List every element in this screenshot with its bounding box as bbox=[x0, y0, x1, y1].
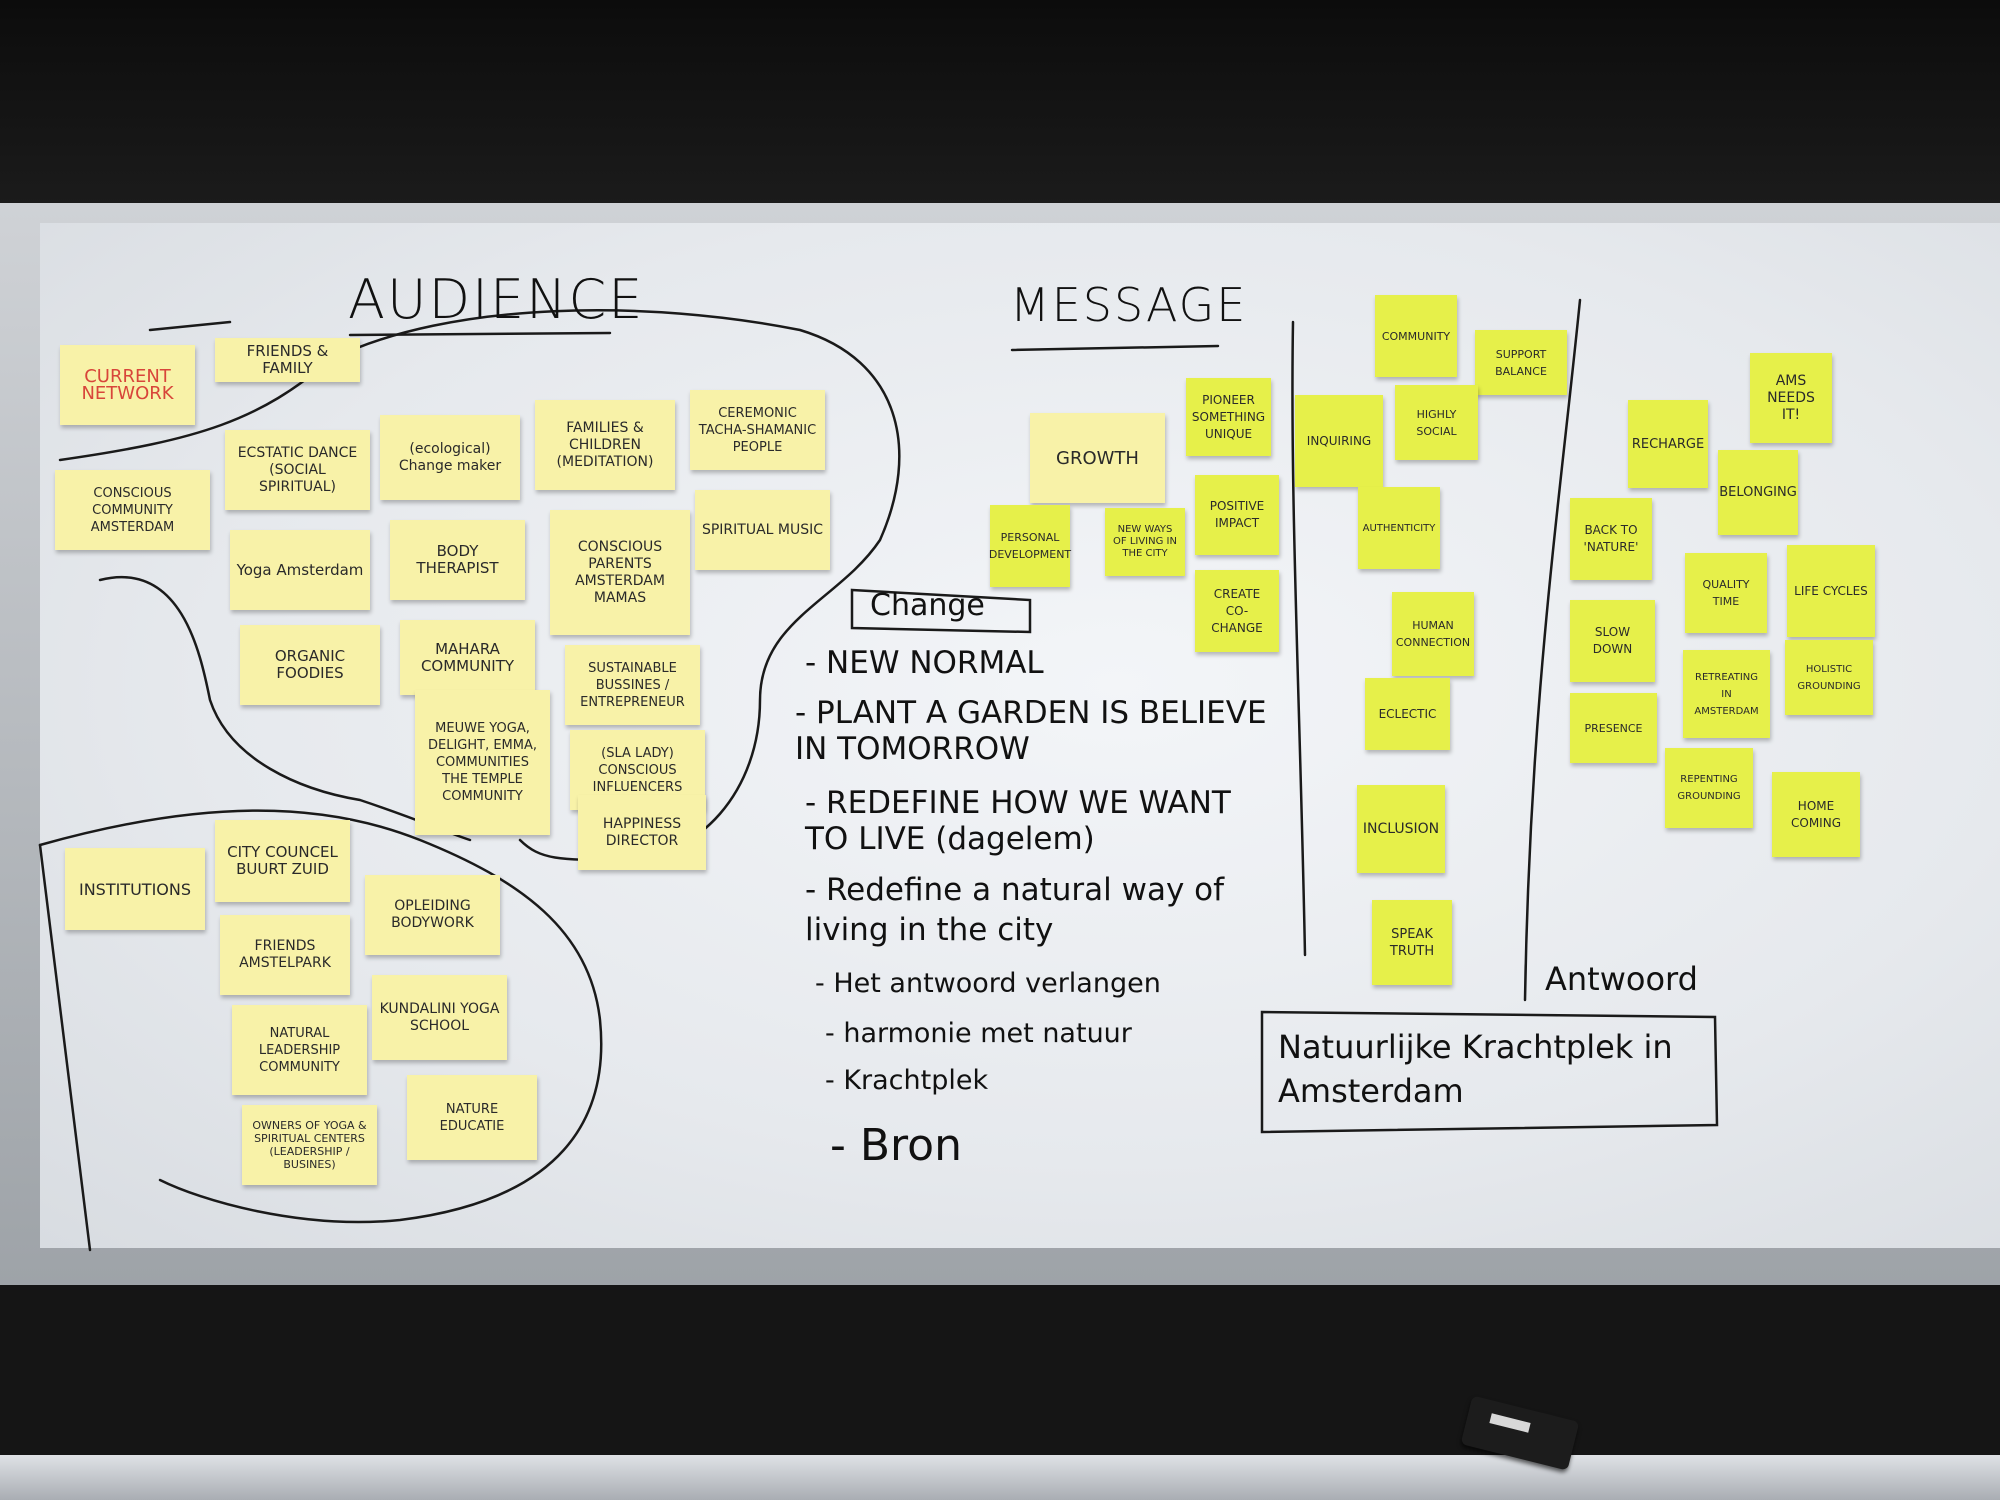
sticky-note: INCLUSION bbox=[1357, 785, 1445, 873]
sticky-note: HIGHLY SOCIAL bbox=[1395, 385, 1478, 460]
change-item: - Bron bbox=[830, 1120, 962, 1171]
column-line-left bbox=[1291, 320, 1307, 957]
antwoord-box-outline bbox=[1260, 1010, 1719, 1134]
sticky-note: CURRENT NETWORK bbox=[60, 345, 195, 425]
sticky-note: LIFE CYCLES bbox=[1787, 545, 1875, 637]
whiteboard-tray bbox=[0, 1455, 2000, 1500]
institutions-loop bbox=[38, 809, 603, 1224]
sticky-note: FRIENDS & FAMILY bbox=[215, 338, 360, 382]
sticky-note: SPEAK TRUTH bbox=[1372, 900, 1452, 985]
sticky-note: NATURE EDUCATIE bbox=[407, 1075, 537, 1160]
sticky-note: REPENTING GROUNDING bbox=[1665, 748, 1753, 828]
dark-wall-top bbox=[0, 0, 2000, 205]
sticky-note: CITY COUNCEL BUURT ZUID bbox=[215, 820, 350, 902]
sticky-note: AMS NEEDS IT! bbox=[1750, 353, 1832, 443]
change-item: - REDEFINE HOW WE WANT TO LIVE (dagelem) bbox=[805, 785, 1231, 857]
sticky-note: OPLEIDING BODYWORK bbox=[365, 875, 500, 955]
sticky-note: HOME COMING bbox=[1772, 772, 1860, 857]
sticky-note: NEW WAYS OF LIVING IN THE CITY bbox=[1105, 508, 1185, 576]
sticky-note: HAPPINESS DIRECTOR bbox=[578, 795, 706, 870]
change-heading: Change bbox=[870, 588, 985, 623]
sticky-note: RETREATING IN AMSTERDAM bbox=[1683, 650, 1770, 738]
sticky-note: SUSTAINABLE BUSSINES / ENTREPRENEUR bbox=[565, 645, 700, 725]
sticky-note: MAHARA COMMUNITY bbox=[400, 620, 535, 695]
sticky-note: (ecological) Change maker bbox=[380, 415, 520, 500]
sticky-note: RECHARGE bbox=[1628, 400, 1708, 488]
sticky-note: COMMUNITY bbox=[1375, 295, 1457, 377]
institutions-side bbox=[38, 843, 92, 1252]
message-title: MESSAGE bbox=[1010, 278, 1248, 332]
sticky-note: AUTHENTICITY bbox=[1358, 487, 1440, 569]
sticky-note: FRIENDS AMSTELPARK bbox=[220, 915, 350, 995]
sticky-note: BELONGING bbox=[1718, 450, 1798, 535]
sticky-note: PERSONAL DEVELOPMENT bbox=[989, 505, 1071, 587]
message-underline bbox=[1010, 344, 1220, 352]
column-line-right bbox=[1523, 298, 1582, 1002]
sticky-note: BACK TO 'NATURE' bbox=[1570, 498, 1652, 580]
sticky-note: POSITIVE IMPACT bbox=[1195, 475, 1279, 555]
sticky-note: GROWTH bbox=[1030, 413, 1165, 503]
sticky-note: HOLISTIC GROUNDING bbox=[1785, 640, 1873, 715]
sticky-note: Yoga Amsterdam bbox=[230, 530, 370, 610]
antwoord-label: Antwoord bbox=[1545, 960, 1698, 998]
sticky-note: HUMAN CONNECTION bbox=[1392, 592, 1474, 676]
sticky-note: ECSTATIC DANCE (SOCIAL SPIRITUAL) bbox=[225, 430, 370, 510]
sticky-note: BODY THERAPIST bbox=[390, 520, 525, 600]
sticky-note: ECLECTIC bbox=[1365, 678, 1450, 750]
sticky-note: PRESENCE bbox=[1570, 693, 1657, 763]
sticky-note: PIONEER SOMETHING UNIQUE bbox=[1186, 378, 1271, 456]
sticky-note: CONSCIOUS COMMUNITY AMSTERDAM bbox=[55, 470, 210, 550]
sticky-note: CREATE CO-CHANGE bbox=[1195, 570, 1279, 652]
sticky-note: SLOW DOWN bbox=[1570, 600, 1655, 682]
change-box-outline bbox=[850, 588, 1032, 634]
sticky-note: INQUIRING bbox=[1295, 395, 1383, 487]
sticky-note: ORGANIC FOODIES bbox=[240, 625, 380, 705]
inner-curve bbox=[98, 576, 472, 842]
sticky-note: CONSCIOUS PARENTS AMSTERDAM MAMAS bbox=[550, 510, 690, 635]
sticky-note: SPIRITUAL MUSIC bbox=[695, 490, 830, 570]
audience-title: AUDIENCE bbox=[348, 268, 645, 331]
sticky-note: NATURAL LEADERSHIP COMMUNITY bbox=[232, 1005, 367, 1095]
change-item: - NEW NORMAL bbox=[805, 645, 1044, 681]
sticky-note: KUNDALINI YOGA SCHOOL bbox=[372, 975, 507, 1060]
change-item: - PLANT A GARDEN IS BELIEVE IN TOMORROW bbox=[795, 695, 1267, 767]
change-item: - Krachtplek bbox=[825, 1065, 989, 1096]
change-item: - Redefine a natural way of living in th… bbox=[805, 872, 1225, 948]
sticky-note: QUALITY TIME bbox=[1685, 553, 1767, 633]
change-item: - harmonie met natuur bbox=[825, 1018, 1132, 1049]
audience-underline bbox=[348, 331, 612, 337]
arrow-line bbox=[148, 320, 232, 332]
sticky-note: SUPPORT BALANCE bbox=[1475, 330, 1567, 395]
sticky-note: MEUWE YOGA, DELIGHT, EMMA, COMMUNITIES T… bbox=[415, 690, 550, 835]
sticky-note: FAMILIES & CHILDREN (Meditation) bbox=[535, 400, 675, 490]
antwoord-box-text: Natuurlijke Krachtplek in Amsterdam bbox=[1278, 1028, 1673, 1110]
sticky-note: INSTITUTIONS bbox=[65, 848, 205, 930]
change-item: - Het antwoord verlangen bbox=[815, 968, 1161, 999]
sticky-note: OWNERS OF YOGA & SPIRITUAL CENTERS (LEAD… bbox=[242, 1105, 377, 1185]
sticky-note: CEREMONIC TACHA-SHAMANIC PEOPLE bbox=[690, 390, 825, 470]
